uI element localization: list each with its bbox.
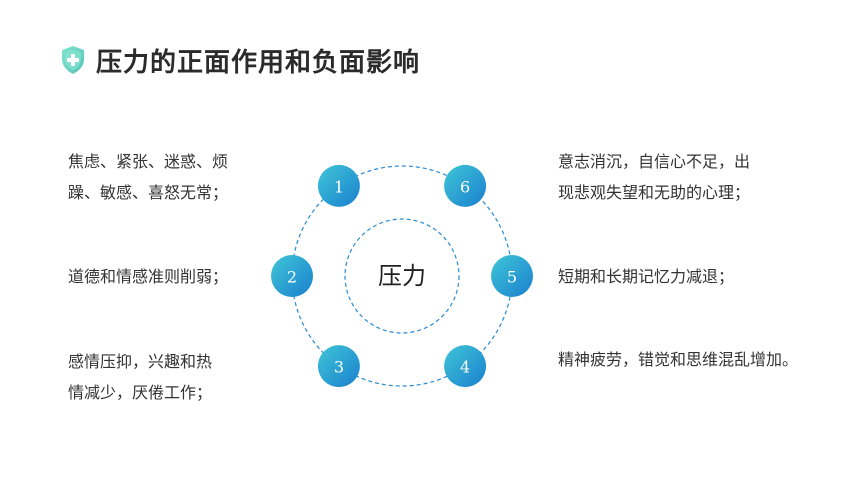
item-line: 情减少，厌倦工作；: [68, 383, 213, 402]
node-label: 1: [334, 177, 344, 196]
left-item-1: 焦虑、紧张、迷惑、烦躁、敏感、喜怒无常；: [68, 146, 228, 208]
node-circle: [444, 345, 487, 388]
node-label: 3: [334, 358, 344, 377]
node-label: 4: [460, 358, 470, 377]
left-item-3: 感情压抑，兴趣和热情减少，厌倦工作；: [68, 346, 212, 408]
node-label: 5: [507, 268, 517, 287]
left-item-2: 道德和情感准则削弱；: [68, 261, 228, 292]
node-circle: [444, 164, 487, 207]
node-3: 3: [317, 345, 360, 388]
item-line: 现悲观失望和无助的心理；: [558, 183, 751, 202]
right-item-3: 精神疲劳，错觉和思维混乱增加。: [558, 344, 798, 375]
node-circle: [317, 164, 360, 207]
node-5: 5: [491, 255, 533, 297]
node-label: 6: [460, 177, 470, 196]
item-line: 躁、敏感、喜怒无常；: [68, 183, 229, 202]
node-6: 6: [444, 164, 487, 207]
node-2: 2: [271, 255, 313, 297]
center-label: 压力: [378, 262, 426, 290]
inner-ring: [344, 218, 460, 334]
item-line: 精神疲劳，错觉和思维混乱增加。: [558, 350, 799, 369]
item-line: 感情压抑，兴趣和热: [68, 352, 213, 371]
nodes-group: 1 2 3 4 5 6: [271, 164, 533, 388]
shield-plus-icon: [62, 46, 84, 74]
right-item-2: 短期和长期记忆力减退；: [558, 261, 734, 292]
node-circle: [271, 255, 313, 297]
item-line: 焦虑、紧张、迷惑、烦: [68, 152, 229, 171]
node-circle: [317, 345, 360, 388]
node-4: 4: [444, 345, 487, 388]
item-line: 道德和情感准则削弱；: [68, 267, 229, 286]
node-circle: [491, 255, 533, 297]
node-label: 2: [287, 268, 297, 287]
page-header: 压力的正面作用和负面影响: [60, 40, 420, 80]
node-1: 1: [317, 164, 360, 207]
page-title: 压力的正面作用和负面影响: [96, 47, 421, 78]
item-line: 意志消沉，自信心不足，出: [558, 152, 751, 171]
right-item-1: 意志消沉，自信心不足，出现悲观失望和无助的心理；: [558, 146, 750, 208]
item-line: 短期和长期记忆力减退；: [558, 267, 735, 286]
